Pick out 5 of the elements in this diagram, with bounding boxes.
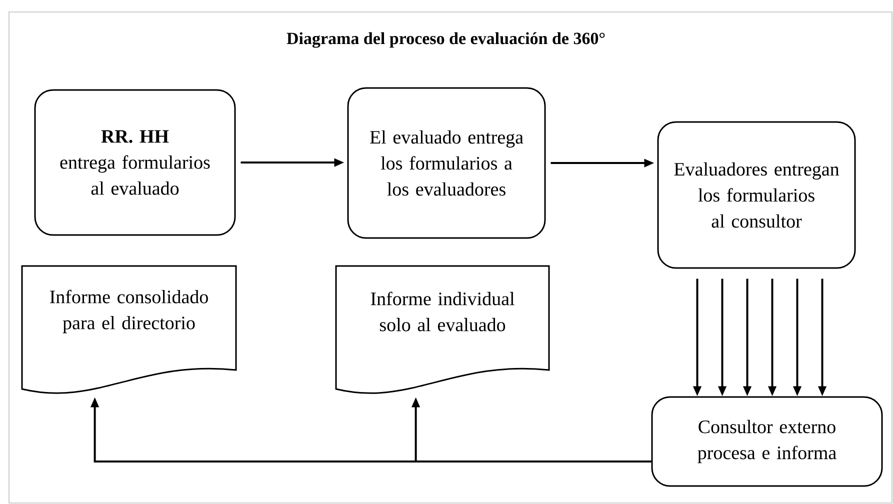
process-box: Consultor externo procesa e informa xyxy=(651,396,883,487)
process-box: RR. HH entrega formularios al evaluado xyxy=(34,89,236,236)
title: Diagrama del proceso de evaluación de 360° xyxy=(286,32,605,48)
process-box: Evaluadores entregan los formularios al consultor xyxy=(657,121,856,269)
process-box: El evaluado entrega los formularios a los evaluadores xyxy=(347,87,546,239)
